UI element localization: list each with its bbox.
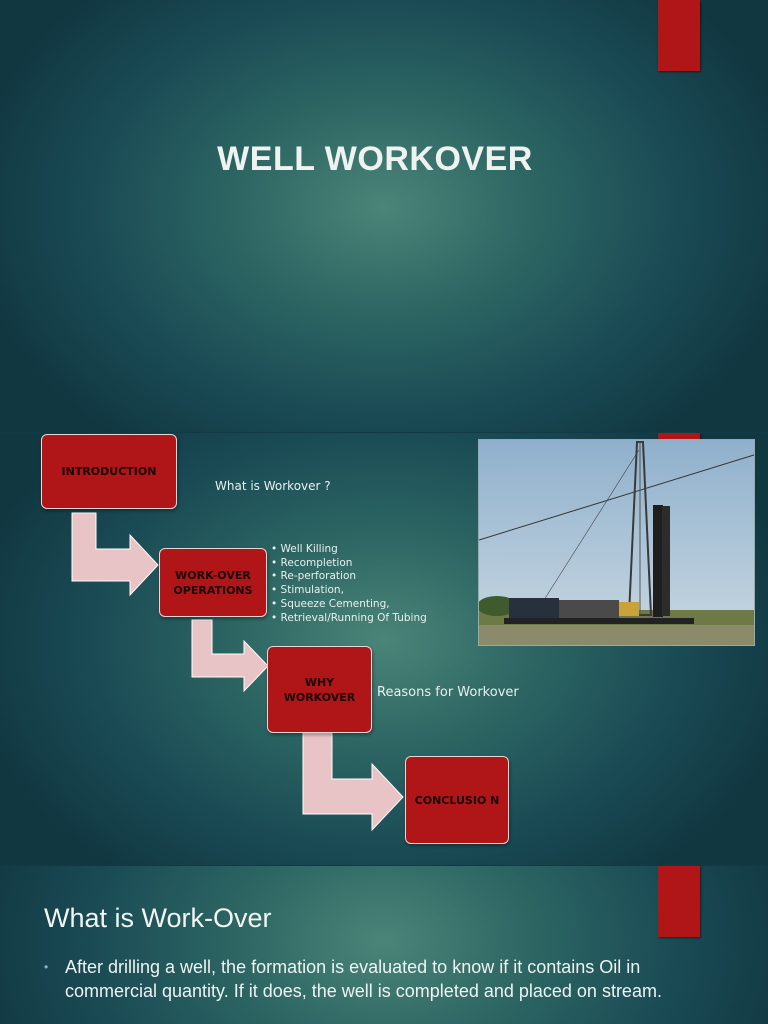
work-over-operations-box[interactable]: WORK-OVER OPERATIONS [159,548,267,617]
list-item: Re-perforation [271,570,427,584]
slide-heading: What is Work-Over [44,903,272,933]
red-tab-decoration [658,866,700,937]
arrow-3 [302,732,404,832]
arrow-2 [191,619,269,693]
bullet-paragraph: • After drilling a well, the formation i… [44,956,674,1003]
red-tab-decoration [658,0,700,71]
bullet-text: After drilling a well, the formation is … [65,957,662,1001]
introduction-box[interactable]: INTRODUCTION [41,434,177,509]
overview-slide: INTRODUCTION What is Workover ? WORK-OVE… [0,433,768,865]
operations-list: Well Killing Recompletion Re-perforation… [271,543,427,625]
why-workover-box[interactable]: WHY WORKOVER [267,646,372,733]
operations-label: WORK-OVER OPERATIONS [173,568,253,597]
drilling-rig-photo [478,439,755,646]
list-item: Squeeze Cementing, [271,598,427,612]
why-workover-label: WHY WORKOVER [283,675,356,704]
title-slide: WELL WORKOVER [0,0,768,432]
slide-title: WELL WORKOVER [217,140,533,178]
list-item: Recompletion [271,557,427,571]
what-is-workover-label: What is Workover ? [215,479,331,493]
reasons-label: Reasons for Workover [377,685,519,700]
list-item: Stimulation, [271,584,427,598]
bullet-icon: • [44,960,49,974]
conclusion-label: CONCLUSIO N [414,793,500,807]
red-tab-decoration [658,433,700,441]
list-item: Retrieval/Running Of Tubing [271,612,427,626]
rig-image [479,440,754,645]
arrow-1 [71,512,159,597]
flow-arrows [71,512,404,832]
list-item: Well Killing [271,543,427,557]
conclusion-box[interactable]: CONCLUSIO N [405,756,509,844]
what-is-workover-slide: What is Work-Over • After drilling a wel… [0,866,768,1024]
introduction-label: INTRODUCTION [61,465,157,478]
